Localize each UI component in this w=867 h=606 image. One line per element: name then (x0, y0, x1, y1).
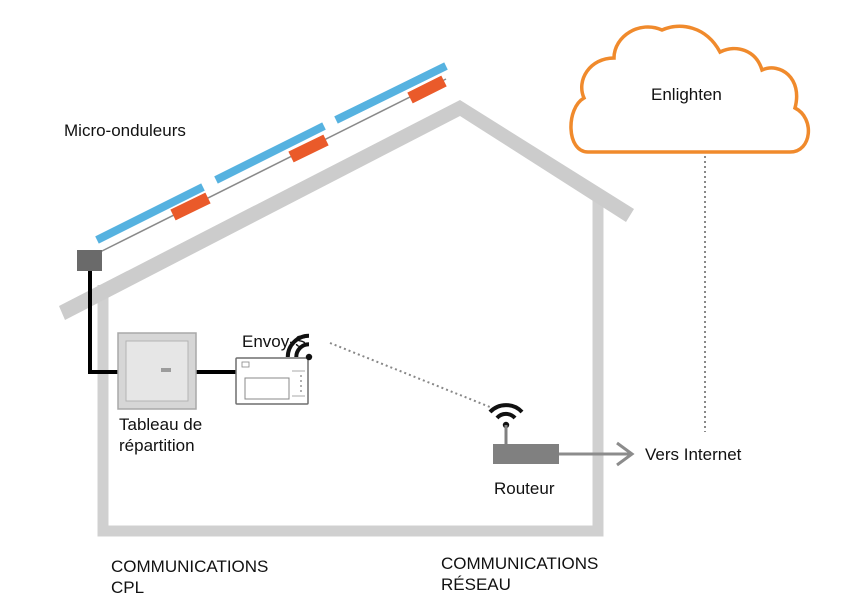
distribution-panel (117, 332, 197, 410)
distribution-panel-label: Tableau de répartition (119, 414, 202, 456)
plc-communications-label: COMMUNICATIONS CPL (111, 556, 268, 598)
envoy-s-device (235, 357, 309, 405)
micro-inverters-label: Micro-onduleurs (64, 121, 186, 140)
arrow-right-icon (559, 441, 635, 467)
wireless-link (329, 342, 491, 408)
distribution-panel-label-line1: Tableau de (119, 415, 203, 434)
solar-panels (95, 62, 448, 244)
network-communications-label-line1: COMMUNICATIONS (441, 554, 599, 573)
cloud-icon (569, 24, 811, 154)
junction-box (77, 250, 102, 271)
micro-inverters (170, 75, 447, 221)
panel-rail (99, 78, 447, 253)
wifi-icon (488, 403, 524, 429)
cloud-label: Enlighten (651, 85, 722, 104)
micro-inverter (170, 192, 211, 221)
network-communications-label: COMMUNICATIONS RÉSEAU (441, 553, 598, 595)
micro-inverter (407, 75, 447, 104)
ac-cable (88, 271, 118, 374)
router-label: Routeur (494, 479, 555, 498)
solar-panel (95, 183, 205, 244)
wifi-icon (285, 333, 313, 361)
solar-panel (214, 122, 326, 184)
distribution-panel-label-line2: répartition (119, 436, 195, 455)
micro-inverter (288, 134, 329, 163)
plc-communications-label-line1: COMMUNICATIONS (111, 557, 269, 576)
solar-panel (334, 62, 448, 124)
envoy-label: Envoy-S (242, 332, 307, 351)
network-communications-label-line2: RÉSEAU (441, 575, 511, 594)
plc-communications-label-line2: CPL (111, 578, 145, 597)
router-body (493, 444, 559, 464)
internet-label: Vers Internet (645, 445, 742, 464)
house-walls (97, 196, 604, 537)
